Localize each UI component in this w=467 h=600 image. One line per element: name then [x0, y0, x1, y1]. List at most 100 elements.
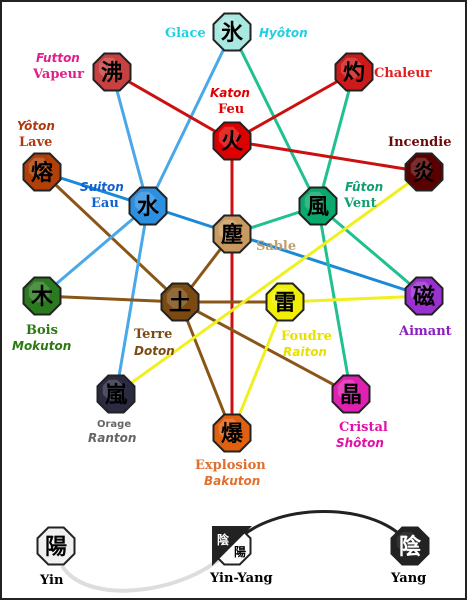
node-chaleur-highlight [340, 57, 362, 79]
labels-layer: Glace Hyôton Futton Vapeur Chaleur Katon… [12, 26, 452, 588]
node-glace-octagon [212, 12, 252, 52]
label-glace-jp: Hyôton [259, 26, 308, 40]
link-foudre-explosion [230, 300, 287, 435]
label-eau-jp: Suiton [80, 180, 124, 194]
label-incendie-fr: Incendie [388, 135, 451, 150]
node-lave: 熔 [22, 152, 62, 192]
node-bois-octagon [22, 276, 62, 316]
node-yinyang: 陰陽 [212, 526, 252, 566]
node-incendie-highlight [410, 157, 432, 179]
label-vent-jp: Fûton [345, 180, 383, 194]
node-sable-octagon [212, 214, 252, 254]
link-incendie-orage [114, 170, 426, 396]
node-cristal: 晶 [331, 374, 371, 414]
label-feu-jp: Katon [210, 86, 250, 100]
node-orage-octagon [96, 374, 136, 414]
node-incendie-octagon [404, 152, 444, 192]
node-bois: 木 [22, 276, 62, 316]
node-yang-kanji: 陰 [399, 534, 422, 560]
node-yin-highlight [42, 531, 64, 553]
node-bois-highlight [28, 281, 50, 303]
node-terre-kanji: 土 [169, 291, 191, 316]
label-aimant-fr: Aimant [398, 324, 452, 339]
node-feu: 火 [212, 121, 252, 161]
label-yinyang-fr: Yin-Yang [209, 571, 273, 586]
label-glace-fr: Glace [165, 26, 206, 41]
label-vent-fr: Vent [343, 196, 377, 211]
node-vapeur-octagon [92, 52, 132, 92]
label-vapeur-jp: Futton [36, 51, 80, 65]
node-bois-kanji: 木 [30, 285, 54, 310]
node-yang-highlight [396, 531, 418, 553]
node-vapeur-kanji: 沸 [101, 61, 123, 86]
node-vapeur: 沸 [92, 52, 132, 92]
label-terre-fr: Terre [134, 327, 172, 342]
label-bois-fr: Bois [26, 323, 58, 338]
node-vent-highlight [304, 191, 326, 213]
label-lave-jp: Yôton [17, 119, 55, 133]
node-chaleur-kanji: 灼 [343, 60, 365, 86]
nodes-layer: 氷沸灼火熔炎水風塵木土雷磁嵐晶爆陽陰陽陰 [22, 12, 444, 566]
label-cristal-fr: Cristal [339, 420, 388, 435]
label-yin-fr: Yin [39, 573, 64, 588]
label-orage-fr: Orage [97, 419, 131, 430]
node-glace: 氷 [212, 12, 252, 52]
node-aimant-highlight [410, 281, 432, 303]
node-foudre-octagon [265, 282, 305, 322]
node-sable: 塵 [212, 214, 252, 254]
node-cristal-kanji: 晶 [340, 383, 362, 408]
label-eau-fr: Eau [91, 196, 119, 211]
node-cristal-highlight [337, 379, 359, 401]
label-bois-jp: Mokuton [12, 339, 71, 353]
node-foudre-highlight [271, 287, 293, 309]
node-yin-kanji: 陽 [45, 535, 67, 560]
node-yang-octagon [390, 526, 430, 566]
node-foudre-kanji: 雷 [274, 291, 296, 316]
label-foudre-jp: Raiton [283, 345, 327, 359]
node-vent: 風 [298, 186, 338, 226]
node-explosion-highlight [218, 418, 240, 440]
node-vent-kanji: 風 [307, 195, 329, 220]
link-eau-bois [40, 204, 150, 298]
link-bois-terre [40, 294, 182, 304]
label-sable-fr: Sable [256, 239, 296, 254]
node-foudre: 雷 [265, 282, 305, 322]
node-incendie-kanji: 炎 [413, 161, 435, 186]
node-eau-octagon [128, 186, 168, 226]
node-lave-octagon [22, 152, 62, 192]
node-feu-highlight [218, 126, 240, 148]
label-chaleur-fr: Chaleur [374, 66, 432, 81]
node-eau: 水 [128, 186, 168, 226]
node-explosion-kanji: 爆 [221, 422, 244, 447]
node-terre-octagon [160, 282, 200, 322]
label-feu-fr: Feu [218, 102, 244, 117]
label-explosion-jp: Bakuton [204, 474, 260, 488]
node-sable-kanji: 塵 [221, 222, 243, 248]
node-glace-highlight [218, 17, 240, 39]
link-eau-aimant [146, 204, 426, 298]
label-yang-fr: Yang [390, 571, 426, 586]
node-eau-kanji: 水 [137, 195, 160, 220]
node-glace-kanji: 氷 [221, 21, 244, 46]
link-glace-eau [146, 30, 234, 208]
node-sable-highlight [218, 219, 240, 241]
node-vent-octagon [298, 186, 338, 226]
node-incendie: 炎 [404, 152, 444, 192]
node-yinyang-kanji-dark: 陰 [217, 532, 230, 547]
node-yang: 陰 [390, 526, 430, 566]
label-terre-jp: Doton [134, 344, 175, 358]
node-yin: 陽 [36, 526, 76, 566]
label-explosion-fr: Explosion [195, 458, 266, 473]
node-lave-kanji: 熔 [31, 160, 54, 186]
node-orage-kanji: 嵐 [105, 383, 128, 408]
link-vent-aimant [316, 204, 426, 298]
label-vapeur-fr: Vapeur [32, 67, 84, 82]
link-chaleur-feu [230, 70, 356, 143]
link-vapeur-eau [110, 70, 150, 208]
label-lave-fr: Lave [19, 135, 52, 150]
node-feu-octagon [212, 121, 252, 161]
link-glace-vent [230, 30, 320, 208]
node-yin-octagon [36, 526, 76, 566]
node-terre-highlight [166, 287, 188, 309]
